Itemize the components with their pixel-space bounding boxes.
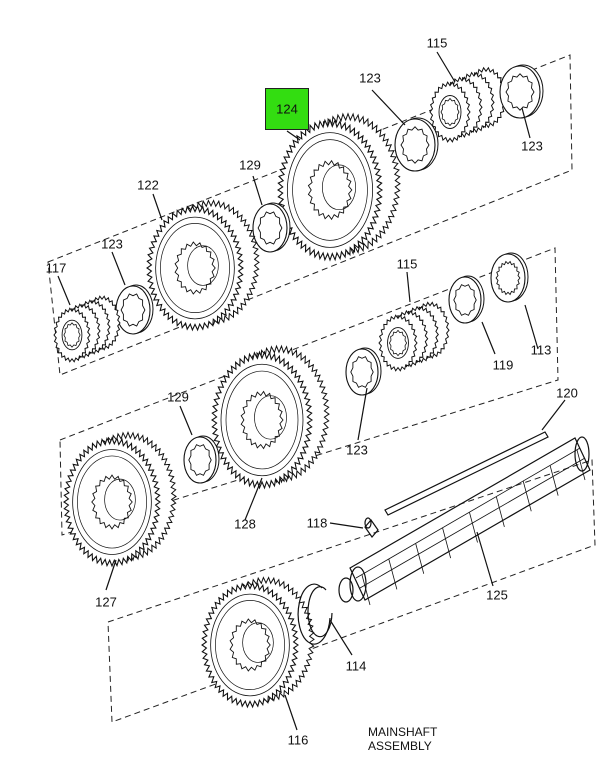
group-outline-lower	[107, 459, 596, 723]
callout-118[interactable]: 118	[306, 515, 328, 531]
gear-122	[146, 199, 260, 332]
mainshaft	[338, 436, 591, 606]
leader-lines	[57, 51, 566, 731]
callout-124-highlight[interactable]: 124	[265, 88, 309, 130]
callout-125[interactable]: 125	[486, 587, 508, 603]
callout-123[interactable]: 123	[346, 442, 368, 458]
callout-114[interactable]: 114	[345, 658, 367, 674]
shaft-spline	[469, 512, 478, 543]
callout-115[interactable]: 115	[426, 35, 448, 51]
group-outline-middle	[59, 247, 559, 536]
callout-119[interactable]: 119	[492, 357, 514, 373]
callout-115[interactable]: 115	[396, 256, 418, 272]
callout-124: 124	[276, 101, 298, 117]
callout-117[interactable]: 117	[45, 260, 67, 276]
callout-129[interactable]: 129	[239, 157, 261, 173]
washer-119	[448, 275, 485, 324]
callout-129[interactable]: 129	[167, 389, 189, 405]
callout-116[interactable]: 116	[287, 732, 309, 748]
shaft-spline	[576, 449, 586, 481]
thrust-washer-123-middle	[345, 347, 382, 396]
callout-123[interactable]: 123	[101, 236, 123, 252]
sliding-clutch-115-upper	[429, 66, 507, 143]
pin	[364, 517, 379, 538]
snap-ring	[297, 583, 333, 645]
key-bar	[384, 431, 549, 516]
caption-line-2: ASSEMBLY	[368, 739, 432, 754]
washer-129-middle	[183, 435, 220, 484]
sliding-clutch-115-lower	[378, 301, 450, 372]
shaft-spline	[522, 481, 532, 512]
callout-123[interactable]: 123	[521, 138, 543, 154]
thrust-washer-123-upper-b	[499, 64, 544, 119]
callout-127[interactable]: 127	[95, 594, 117, 610]
shaft-spline	[495, 496, 505, 527]
thrust-washer-123-upper-a	[394, 117, 439, 172]
caption-line-1: MAINSHAFT	[368, 725, 438, 739]
gear-layer	[53, 64, 544, 709]
shaft-spline	[442, 528, 452, 559]
shaft-spline	[415, 543, 425, 574]
washer-129-upper	[252, 202, 291, 253]
callout-120[interactable]: 120	[556, 385, 578, 401]
snap-washer-113	[490, 252, 529, 303]
diagram-caption: MAINSHAFT ASSEMBLY	[368, 725, 437, 754]
callout-122[interactable]: 122	[137, 177, 159, 193]
gear-127	[63, 431, 177, 568]
callout-128[interactable]: 128	[234, 516, 256, 532]
gear-124	[277, 112, 401, 262]
callout-123[interactable]: 123	[359, 70, 381, 86]
sliding-clutch-117	[53, 295, 121, 363]
shaft-spline	[388, 559, 398, 590]
thrust-washer-123-left	[115, 284, 154, 335]
shaft-spline	[549, 465, 559, 496]
callout-113[interactable]: 113	[530, 342, 552, 358]
gear-116	[201, 576, 315, 709]
gear-128	[211, 344, 330, 490]
